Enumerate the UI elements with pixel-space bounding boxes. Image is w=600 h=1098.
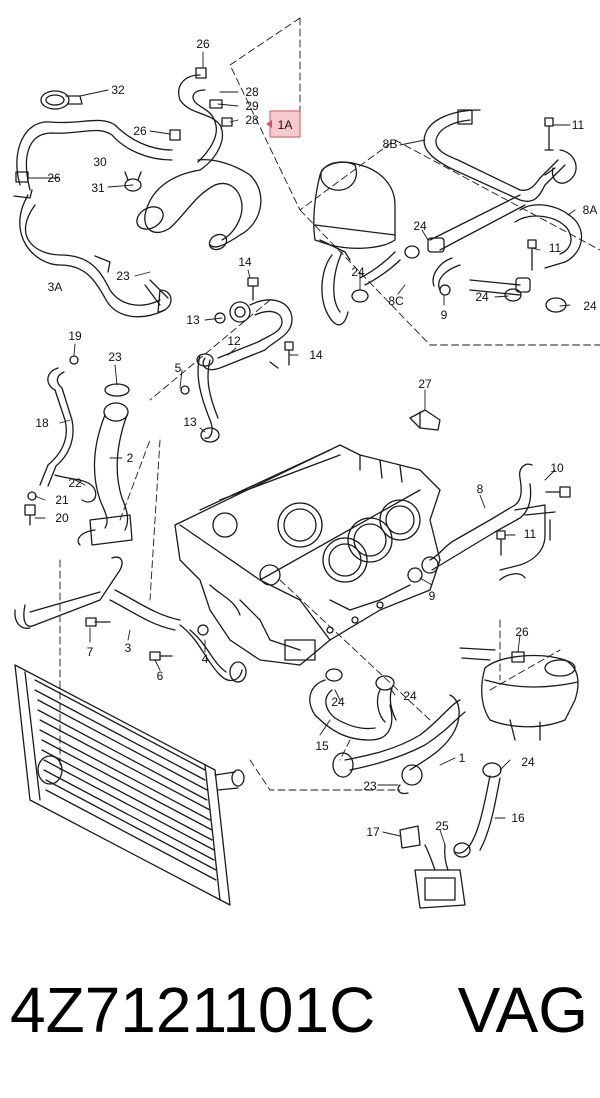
callout-23: 23 (116, 269, 130, 283)
callout-5: 5 (175, 361, 182, 375)
callout-21: 21 (55, 493, 69, 507)
part-number: 4Z7121101C (10, 974, 376, 1046)
callout-15: 15 (315, 739, 329, 753)
callout-26: 26 (196, 37, 210, 51)
hose-16-assembly (399, 762, 502, 909)
callout-24: 24 (331, 695, 345, 709)
callout-4: 4 (202, 652, 209, 666)
callout-22: 22 (68, 476, 82, 490)
hose-15-assembly (309, 668, 466, 795)
hose-8-assembly (359, 109, 583, 296)
callout-8c: 8C (388, 294, 404, 308)
callout-27: 27 (418, 377, 432, 391)
hose-3a-assembly (13, 119, 173, 318)
callout-28: 28 (245, 85, 259, 99)
parts-diagram: 1A 263228292826263031233A141312145131923… (13, 17, 600, 909)
callout-8b: 8B (383, 137, 398, 151)
callout-20: 20 (55, 511, 69, 525)
caption: 4Z7121101C VAG (0, 965, 600, 1055)
callout-24: 24 (403, 689, 417, 703)
callout-29: 29 (245, 99, 259, 113)
callout-24: 24 (521, 755, 535, 769)
expansion-tank-lower (459, 647, 579, 741)
callout-32: 32 (111, 83, 125, 97)
clip-26-left (15, 171, 29, 183)
callout-24: 24 (583, 299, 597, 313)
hose-2-assembly (77, 383, 133, 546)
callout-6: 6 (157, 669, 164, 683)
callout-1: 1 (459, 751, 466, 765)
callout-3: 3 (125, 641, 132, 655)
callout-18: 18 (35, 416, 49, 430)
callout-26: 26 (515, 625, 529, 639)
callout-14: 14 (238, 255, 252, 269)
callout-11: 11 (572, 118, 585, 132)
clamp-31 (124, 171, 142, 192)
callout-30: 30 (93, 155, 107, 169)
callout-14: 14 (309, 348, 323, 362)
callout-19: 19 (68, 329, 82, 343)
callout-24: 24 (351, 265, 365, 279)
highlight-label: 1A (278, 118, 293, 132)
callout-2: 2 (127, 451, 134, 465)
callout-9: 9 (441, 308, 448, 322)
callout-10: 10 (550, 461, 564, 475)
callout-17: 17 (366, 825, 380, 839)
hose-upper-center (136, 67, 262, 251)
callout-13: 13 (186, 313, 200, 327)
callout-12: 12 (227, 334, 241, 348)
callout-11: 11 (524, 527, 537, 541)
hose-12-assembly (180, 277, 294, 443)
callout-26: 26 (47, 171, 61, 185)
callout-24: 24 (413, 219, 427, 233)
pipe-3-assembly (14, 556, 247, 683)
callout-13: 13 (183, 415, 197, 429)
callout-23: 23 (363, 779, 377, 793)
callout-8a: 8A (583, 203, 598, 217)
callout-7: 7 (87, 645, 94, 659)
clamps-24-top (351, 245, 567, 313)
callout-16: 16 (511, 811, 525, 825)
brand-label: VAG (457, 974, 588, 1046)
callout-23: 23 (108, 350, 122, 364)
callout-25: 25 (435, 819, 449, 833)
reference-lines (59, 17, 600, 791)
clamp-32 (40, 90, 83, 110)
engine-block (174, 444, 441, 666)
clip-26-upper (169, 129, 181, 141)
clip-27 (409, 409, 441, 431)
callout-9: 9 (429, 589, 436, 603)
callout-26: 26 (133, 124, 147, 138)
pipe-18-assembly (24, 355, 97, 526)
callout-11: 11 (549, 241, 562, 255)
pipe-8-assembly (407, 463, 571, 583)
expansion-tank-upper (313, 161, 396, 326)
callout-28: 28 (245, 113, 259, 127)
leader-lines (27, 51, 576, 846)
callout-24: 24 (475, 290, 489, 304)
callout-3a: 3A (48, 280, 63, 294)
radiator (14, 664, 245, 906)
callout-31: 31 (91, 181, 105, 195)
highlight-1a-callout: 1A (266, 110, 301, 138)
callout-8: 8 (477, 482, 484, 496)
